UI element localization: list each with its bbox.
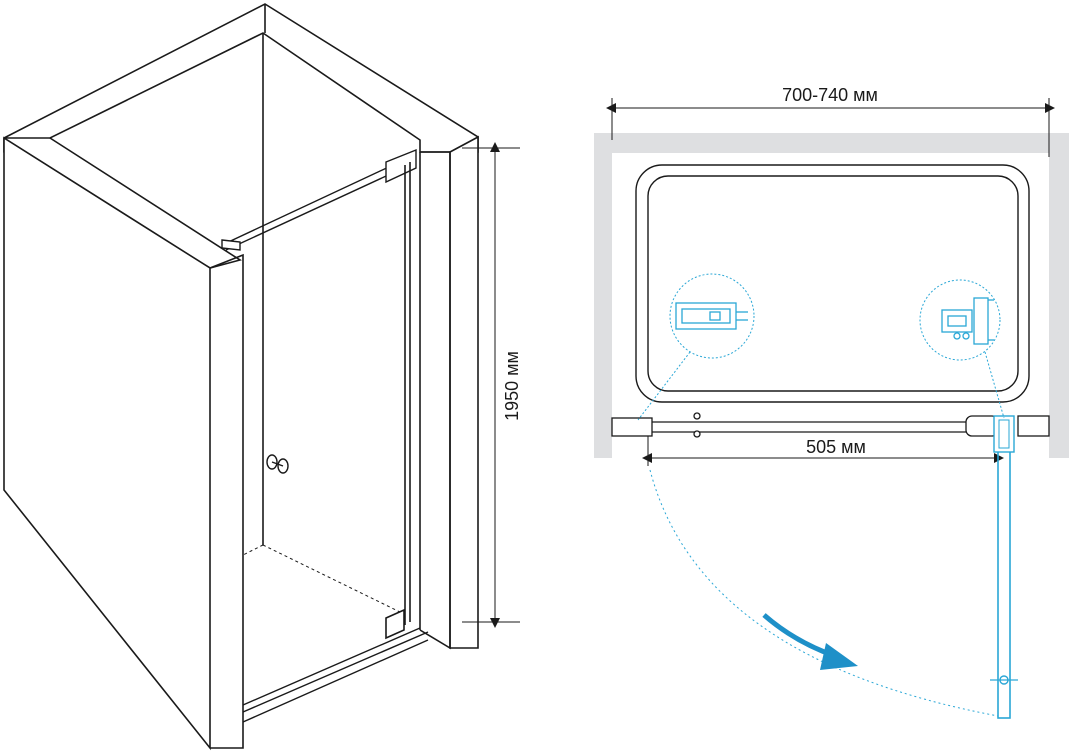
floor-threshold: [242, 627, 429, 723]
door-label: 505 мм: [806, 437, 866, 457]
isometric-view: 1950 мм: [3, 3, 522, 751]
swing-direction-arrow-icon: [762, 613, 858, 670]
height-dimension: 1950 мм: [462, 142, 522, 628]
width-dimension: 700-740 мм: [606, 85, 1055, 157]
width-label: 700-740 мм: [782, 85, 878, 105]
right-wall-plan: [1049, 133, 1069, 458]
right-wall: [419, 135, 479, 650]
plan-view: 700-740 мм 505 мм: [594, 85, 1069, 719]
plan-rail: [611, 412, 1050, 438]
plan-walls: [594, 133, 1069, 458]
left-wall-plan: [594, 133, 612, 458]
back-wall-hidden-lines: [242, 230, 401, 613]
swing-arc: [649, 469, 999, 717]
wall-profile-detail-icon: [637, 273, 755, 421]
door-panel: [385, 162, 411, 640]
back-wall-plan: [594, 133, 1069, 153]
door-dimension: 505 мм: [642, 436, 1004, 466]
height-label: 1950 мм: [502, 351, 522, 421]
door-handle: [266, 454, 289, 474]
hinge-detail-icon: [919, 279, 1005, 419]
top-rail: [221, 148, 417, 251]
left-wall: [3, 136, 244, 751]
opened-door: [990, 415, 1018, 719]
